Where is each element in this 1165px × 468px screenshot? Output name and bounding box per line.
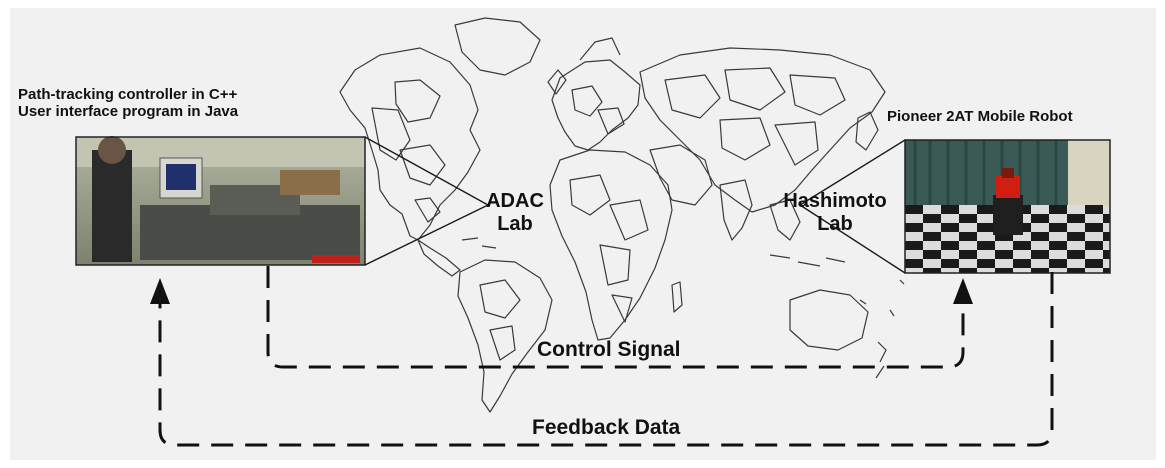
right-zoom-line-bottom xyxy=(799,204,906,274)
hashimoto-lab-label: Hashimoto Lab xyxy=(770,190,900,236)
right-station-caption: Pioneer 2AT Mobile Robot xyxy=(887,108,1073,125)
left-zoom-line-bottom xyxy=(364,204,489,266)
adac-lab-line1: ADAC xyxy=(486,190,544,212)
hashimoto-lab-line1: Hashimoto xyxy=(783,190,887,212)
feedback-data-arrowhead-icon xyxy=(150,278,170,304)
hashimoto-lab-line2: Lab xyxy=(817,213,853,235)
control-signal-label: Control Signal xyxy=(537,338,681,361)
adac-lab-label: ADAC Lab xyxy=(470,190,560,236)
right-zoom-line-top xyxy=(799,139,906,206)
control-signal-path xyxy=(266,266,965,369)
feedback-data-path xyxy=(158,272,1054,447)
left-zoom-line-top xyxy=(364,136,489,206)
left-station-caption: Path-tracking controller in C++ User int… xyxy=(18,86,238,121)
control-signal-arrowhead-icon xyxy=(953,278,973,304)
left-station-line1: Path-tracking controller in C++ xyxy=(18,86,238,103)
left-station-line2: User interface program in Java xyxy=(18,103,239,121)
feedback-data-label: Feedback Data xyxy=(532,416,681,439)
adac-lab-line2: Lab xyxy=(497,213,533,235)
